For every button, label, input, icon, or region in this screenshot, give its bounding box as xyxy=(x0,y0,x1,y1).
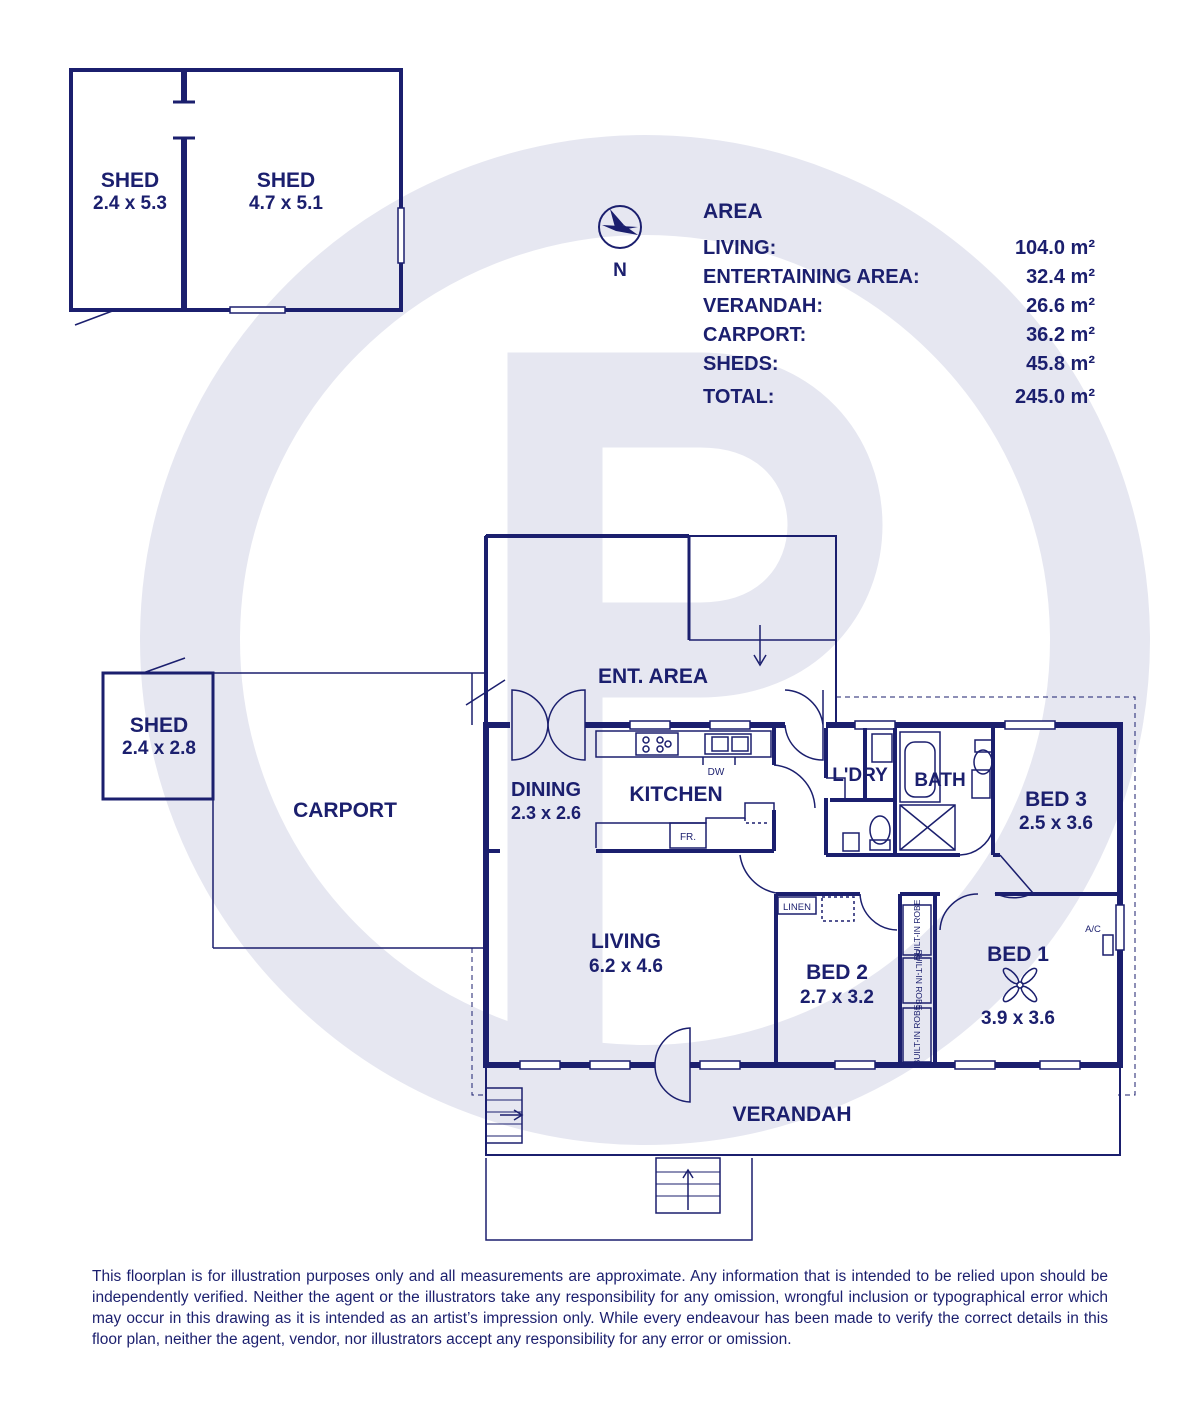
area-row-value: 45.8 m² xyxy=(1026,353,1095,375)
ceiling-fan-icon xyxy=(1002,967,1038,1003)
bedroom-fixtures xyxy=(777,896,1114,1063)
area-row-label: ENTERTAINING AREA: xyxy=(703,266,920,288)
ac-label: A/C xyxy=(1085,924,1101,935)
door-swings xyxy=(511,689,1035,1103)
carport-outline xyxy=(212,672,506,949)
robe-2-label: BUILT-IN ROBE xyxy=(914,950,924,1011)
area-row-value: 36.2 m² xyxy=(1026,324,1095,346)
shed-a-name: SHED xyxy=(101,169,159,192)
bed1-name: BED 1 xyxy=(987,943,1049,966)
north-arrow-icon xyxy=(598,205,642,249)
area-row-value: 104.0 m² xyxy=(1014,237,1095,259)
kitchen-fixtures xyxy=(595,730,775,849)
area-schedule: AREA LIVING: 104.0 m² ENTERTAINING AREA:… xyxy=(703,200,1095,412)
shed-small-outline xyxy=(101,657,215,801)
area-row-value: 26.6 m² xyxy=(1026,295,1095,317)
bath-name: BATH xyxy=(914,770,965,791)
dining-name: DINING xyxy=(511,779,581,801)
bed2-size: 2.7 x 3.2 xyxy=(800,987,874,1008)
kitchen-name: KITCHEN xyxy=(629,783,722,806)
laundry-name: L'DRY xyxy=(832,765,888,786)
ent-area-name: ENT. AREA xyxy=(598,665,708,688)
area-row-label: CARPORT: xyxy=(703,324,807,346)
verandah-name: VERANDAH xyxy=(732,1103,851,1126)
area-row-living: LIVING: 104.0 m² xyxy=(703,234,1095,263)
robe-1-label: BUILT-IN ROBE xyxy=(912,899,922,960)
fridge-label: FR. xyxy=(680,832,696,843)
area-row-label: VERANDAH: xyxy=(703,295,823,317)
living-name: LIVING xyxy=(591,930,661,953)
eave-dashed-outline-left xyxy=(471,948,486,1096)
area-schedule-title: AREA xyxy=(703,200,763,223)
eave-dashed-outline xyxy=(836,696,1136,1096)
internal-walls xyxy=(486,728,1120,1065)
carport-name: CARPORT xyxy=(293,799,397,822)
area-row-verandah: VERANDAH: 26.6 m² xyxy=(703,292,1095,321)
dining-size: 2.3 x 2.6 xyxy=(511,803,581,823)
area-total-label: TOTAL: xyxy=(703,386,775,408)
bed2-name: BED 2 xyxy=(806,961,868,984)
disclaimer-text: This floorplan is for illustration purpo… xyxy=(92,1268,1108,1348)
robe-3-label: BUILT-IN ROBE xyxy=(912,1004,922,1065)
linen-label: LINEN xyxy=(783,902,811,913)
area-row-value: 32.4 m² xyxy=(1026,266,1095,288)
bed1-size: 3.9 x 3.6 xyxy=(981,1008,1055,1029)
dishwasher-label: DW xyxy=(708,767,725,778)
entertaining-area-outline xyxy=(484,534,837,725)
bed3-name: BED 3 xyxy=(1025,788,1087,811)
shed-a-size: 2.4 x 5.3 xyxy=(93,193,167,214)
shed-c-size: 2.4 x 2.8 xyxy=(122,738,196,759)
shed-c-name: SHED xyxy=(130,714,188,737)
living-size: 6.2 x 4.6 xyxy=(589,956,663,977)
shed-b-name: SHED xyxy=(257,169,315,192)
compass-label: N xyxy=(613,260,627,281)
house-walls xyxy=(483,720,1125,1070)
area-row-sheds: SHEDS: 45.8 m² xyxy=(703,350,1095,379)
area-row-carport: CARPORT: 36.2 m² xyxy=(703,321,1095,350)
shed-block-top xyxy=(69,68,405,326)
area-row-label: LIVING: xyxy=(703,237,777,259)
area-row-total: TOTAL: 245.0 m² xyxy=(703,383,1095,412)
verandah-outline xyxy=(485,1068,1121,1241)
bed3-size: 2.5 x 3.6 xyxy=(1019,813,1093,834)
area-row-label: SHEDS: xyxy=(703,353,779,375)
area-row-entertaining: ENTERTAINING AREA: 32.4 m² xyxy=(703,263,1095,292)
area-total-value: 245.0 m² xyxy=(1014,386,1095,408)
shed-b-size: 4.7 x 5.1 xyxy=(249,193,323,214)
wet-area-fixtures xyxy=(842,731,994,852)
